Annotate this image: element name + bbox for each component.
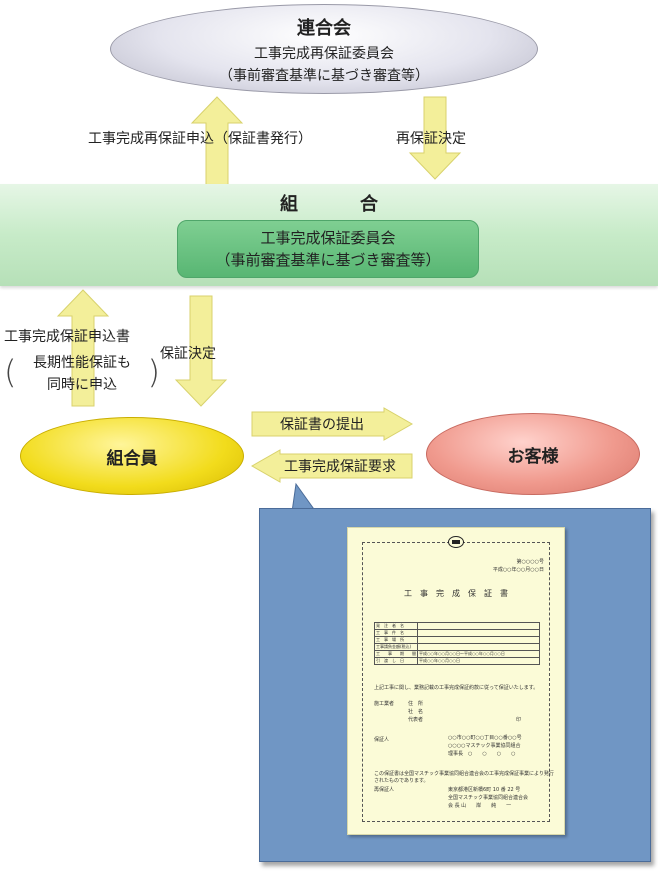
row-value xyxy=(417,643,540,651)
guarantee-decision-label: 保証決定 xyxy=(160,346,216,362)
row-value: 平成○○年○○月○○日 xyxy=(417,657,540,665)
reguarantor-name: 全国マスチック事業協同組合連合会 xyxy=(448,795,529,801)
reguarantor-chair: 会 長 山 岸 純 一 xyxy=(448,803,512,809)
table-row: 引 渡 し 日平成○○年○○月○○日 xyxy=(374,657,540,665)
member-label: 組合員 xyxy=(106,448,158,469)
doc-title: 工 事 完 成 保 証 書 xyxy=(404,589,508,598)
right-arrow-certificate-submission xyxy=(251,407,414,441)
row-label: 工 事 件 名 xyxy=(374,629,418,637)
guarantor-address: ○○市○○町○○丁目○○番○○号 xyxy=(448,735,522,741)
table-row: 工事請負金額(税込) xyxy=(374,643,540,651)
long-term-note-line2: 同時に申込 xyxy=(47,377,117,393)
member-ellipse: 組合員 xyxy=(20,417,244,495)
completion-request-label: 工事完成保証要求 xyxy=(284,459,396,475)
emblem-icon xyxy=(448,536,464,548)
row-label: 発 注 者 名 xyxy=(374,622,418,630)
reguarantee-decision-label: 再保証決定 xyxy=(396,131,466,147)
contractor-rep-label: 代表者 xyxy=(408,717,424,723)
doc-body-text: 上記工事に関し、業務記載の工事完成保証約款に従って保証いたします。 xyxy=(374,685,539,691)
guarantee-committee-box: 工事完成保証委員会 （事前審査基準に基づき審査等） xyxy=(177,220,479,278)
long-term-note-line1: 長期性能保証も xyxy=(33,355,131,371)
federation-note: （事前審査基準に基づき審査等） xyxy=(219,67,429,84)
reguarantee-application-label: 工事完成再保証申込（保証書発行） xyxy=(88,131,312,147)
reguarantor-label: 再保証人 xyxy=(374,787,395,793)
footer-text-1: この保証書は全国マスチック事業協同組合連合会の工事完成保証事業により発行 xyxy=(374,771,554,777)
guarantee-committee-name: 工事完成保証委員会 xyxy=(260,229,396,247)
table-row: 工 事 期 間平成○○年○○月○○日～平成○○年○○月○○日 xyxy=(374,650,540,658)
row-label: 引 渡 し 日 xyxy=(374,657,418,665)
left-arrow-completion-request xyxy=(250,449,413,483)
paren-open: ( xyxy=(4,353,17,391)
union-title: 組 合 xyxy=(280,194,400,215)
down-arrow-guarantee-decision xyxy=(174,295,228,407)
table-row: 工 事 件 名 xyxy=(374,629,540,637)
guarantee-committee-note: （事前審査基準に基づき審査等） xyxy=(215,251,441,269)
row-value: 平成○○年○○月○○日～平成○○年○○月○○日 xyxy=(417,650,540,658)
guarantor-name: ○○○○マスチック事業協同組合 xyxy=(448,743,521,749)
doc-info-table: 発 注 者 名 工 事 件 名 工 事 場 所 工事請負金額(税込) 工 事 期… xyxy=(374,622,540,665)
contractor-address-label: 住 所 xyxy=(408,701,424,707)
row-label: 工 事 場 所 xyxy=(374,636,418,644)
row-label: 工 事 期 間 xyxy=(374,650,418,658)
guarantee-application-label: 工事完成保証申込書 xyxy=(4,329,130,345)
certificate-submission-label: 保証書の提出 xyxy=(280,417,364,433)
table-row: 工 事 場 所 xyxy=(374,636,540,644)
doc-date: 平成○○年○○月○○日 xyxy=(492,567,544,573)
customer-label: お客様 xyxy=(507,446,559,467)
certificate-document: 第○○○○号 平成○○年○○月○○日 工 事 完 成 保 証 書 発 注 者 名… xyxy=(347,527,565,835)
guarantor-label: 保証人 xyxy=(374,737,390,743)
footer-text-2: されたものであります。 xyxy=(374,778,429,784)
customer-ellipse: お客様 xyxy=(426,413,640,495)
reguarantee-committee: 工事完成再保証委員会 xyxy=(254,45,394,62)
long-term-note: ( 長期性能保証も 同時に申込 ) xyxy=(4,348,160,400)
table-row: 発 注 者 名 xyxy=(374,622,540,630)
up-arrow-guarantee-application xyxy=(56,289,110,407)
guarantor-director: 理事長 ○ ○ ○ ○ xyxy=(448,751,516,757)
paren-close: ) xyxy=(147,353,160,391)
federation-ellipse: 連合会 工事完成再保証委員会 （事前審査基準に基づき審査等） xyxy=(110,4,538,94)
row-value xyxy=(417,622,540,630)
row-value xyxy=(417,629,540,637)
contractor-label: 施工業者 xyxy=(374,701,395,707)
seal-mark: 印 xyxy=(516,717,522,723)
down-arrow-reguarantee-decision xyxy=(408,96,462,180)
row-value xyxy=(417,636,540,644)
reguarantor-address: 東京都港区新橋6町 10 番 22 号 xyxy=(448,787,521,793)
doc-number: 第○○○○号 xyxy=(516,559,544,565)
row-label: 工事請負金額(税込) xyxy=(374,643,418,651)
contractor-company-label: 社 名 xyxy=(408,709,424,715)
federation-title: 連合会 xyxy=(297,17,351,39)
